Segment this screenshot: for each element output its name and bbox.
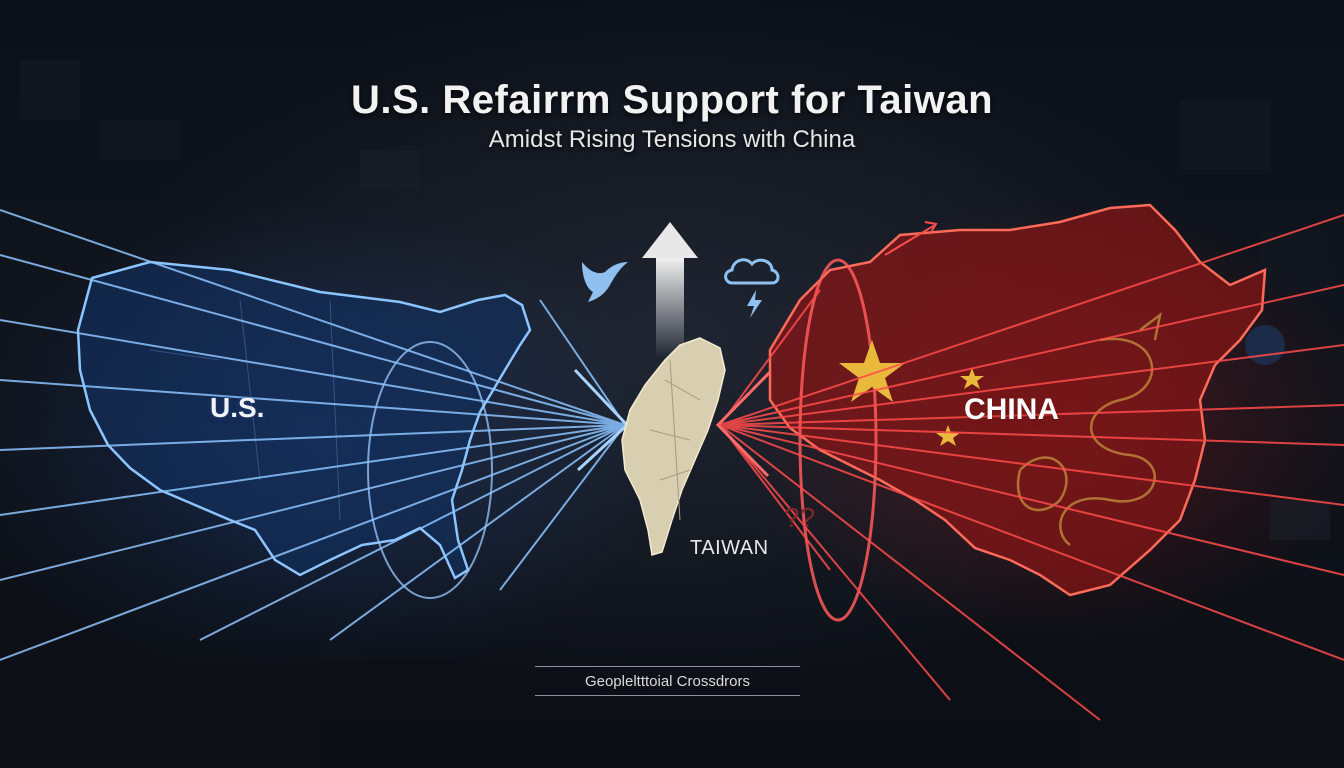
ray-line <box>719 284 1344 426</box>
ray-line <box>719 424 1344 661</box>
small-star-icon <box>960 368 984 389</box>
ray-line <box>719 424 1344 506</box>
ray-line <box>719 404 1344 426</box>
ray-line <box>0 424 626 581</box>
ray-line <box>0 254 626 426</box>
ray-line <box>719 424 831 571</box>
us-label: U.S. <box>210 392 265 423</box>
us-ring <box>367 341 493 599</box>
footer-caption-box: Geopleltttoial Crossdrors <box>535 666 800 696</box>
china-rays <box>719 214 1344 721</box>
taiwan-label: TAIWAN <box>690 537 769 559</box>
taiwan-circuit-lines <box>649 359 701 521</box>
ray-line <box>0 209 626 426</box>
footer-caption: Geopleltttoial Crossdrors <box>584 673 751 690</box>
china-arrow-tip <box>924 221 938 235</box>
small-star-icon <box>936 425 960 446</box>
star-icon <box>839 340 905 402</box>
headline-title: U.S. Refairrm Support for Taiwan <box>351 78 993 122</box>
ray-line <box>0 424 626 661</box>
ray-line <box>199 424 626 641</box>
ray-line <box>329 424 626 641</box>
ray-line <box>719 424 1101 721</box>
headline-subtitle: Amidst Rising Tensions with China <box>488 126 856 153</box>
up-arrow-icon <box>642 222 698 358</box>
us-state-lines <box>149 299 341 521</box>
storm-cloud-icon <box>724 258 780 318</box>
china-arrow <box>884 224 936 256</box>
faint-question-marks: ?? <box>784 502 815 533</box>
ray-line <box>719 289 821 426</box>
globe-icon <box>1245 325 1285 365</box>
ray-line <box>719 424 1344 446</box>
taiwan-island <box>621 337 726 556</box>
ray-line <box>0 424 626 516</box>
china-arrowhead <box>715 370 772 478</box>
ray-line <box>0 379 626 426</box>
ray-line <box>719 344 1344 426</box>
ray-line <box>0 424 626 451</box>
ray-line <box>499 424 626 591</box>
us-map <box>76 260 532 580</box>
us-rays <box>0 209 626 661</box>
ray-line <box>719 424 1344 576</box>
china-ring <box>798 258 878 622</box>
ray-line <box>719 214 1344 426</box>
ray-line <box>539 299 626 426</box>
background-blocks <box>0 60 1344 768</box>
dove-icon <box>582 262 628 302</box>
ray-line <box>719 424 951 701</box>
ray-line <box>0 319 626 426</box>
china-label: CHINA <box>964 393 1059 426</box>
